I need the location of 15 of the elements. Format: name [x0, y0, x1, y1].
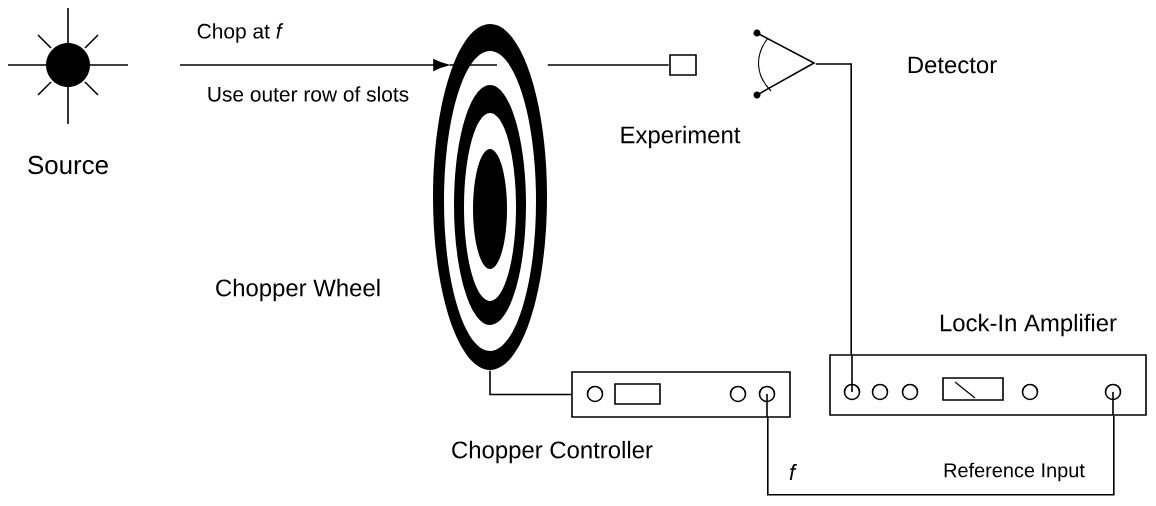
- note-label: Use outer row of slots: [208, 86, 409, 102]
- device-label: Lock-In Amplifier: [940, 313, 1117, 337]
- device-label: Experiment: [621, 125, 741, 149]
- connector-line: [179, 59, 449, 71]
- connector-line: [815, 63, 852, 355]
- device-label: Source: [28, 155, 108, 175]
- edge-label: f: [788, 463, 798, 481]
- device-label: Chopper Controller: [452, 440, 653, 464]
- device-label: Chopper Wheel: [216, 278, 380, 302]
- connector-line: [547, 64, 670, 66]
- note-label: Reference Input: [944, 462, 1085, 482]
- device-label: Detector: [908, 56, 997, 74]
- connector-line: [489, 370, 572, 396]
- edge-label: Chop at f: [195, 22, 285, 44]
- connector-line: [767, 415, 1115, 496]
